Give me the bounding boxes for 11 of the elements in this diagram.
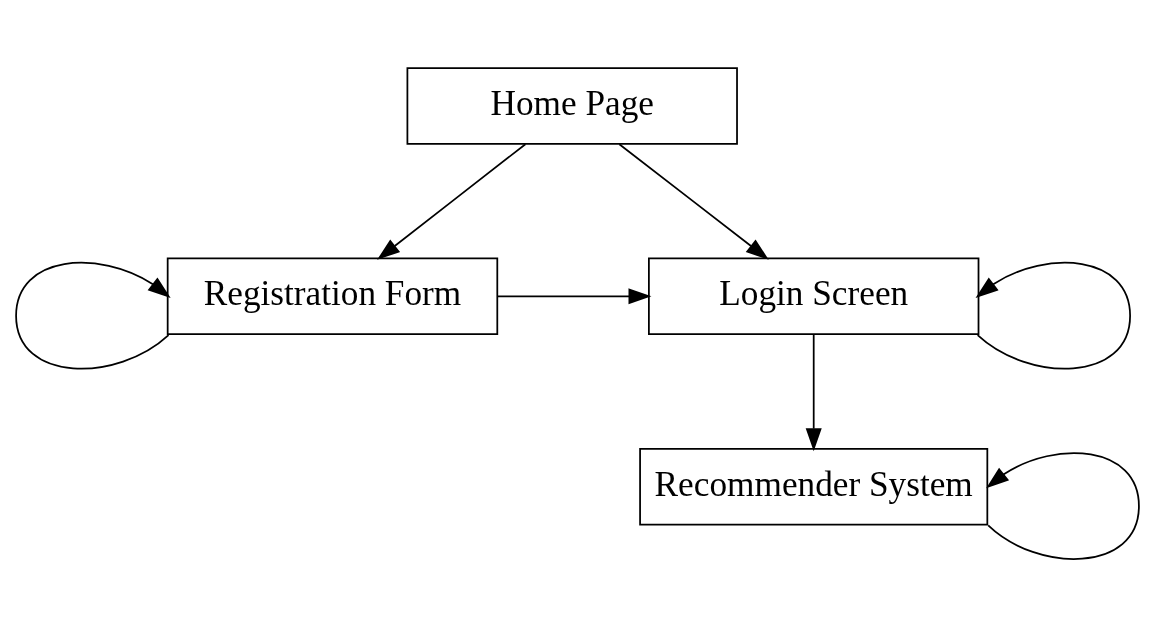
- arrow: [986, 451, 1140, 560]
- node-box: Recommender System: [639, 447, 989, 525]
- node-box: Home Page: [406, 66, 738, 145]
- arrow: [377, 142, 527, 260]
- arrow: [618, 142, 769, 260]
- arrow: [496, 287, 652, 304]
- node-box: Registration Form: [166, 257, 499, 335]
- node-box: Login Screen: [648, 257, 980, 335]
- arrow: [15, 261, 171, 369]
- arrow: [975, 261, 1131, 369]
- arrow: [805, 333, 822, 451]
